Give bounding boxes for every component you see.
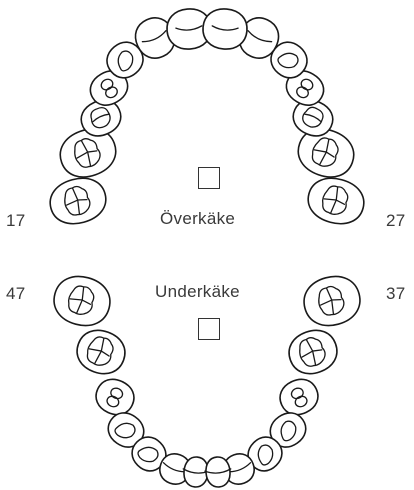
- tooth-36[interactable]: [283, 324, 342, 380]
- upper-jaw-label[interactable]: Överkäke: [160, 209, 236, 228]
- tooth-12[interactable]: [129, 12, 180, 64]
- tooth-27[interactable]: [303, 173, 368, 230]
- tooth-number-17: 17: [6, 211, 26, 230]
- tooth-34[interactable]: [264, 407, 312, 454]
- tooth-22[interactable]: [233, 12, 284, 64]
- tooth-number-37: 37: [386, 284, 406, 303]
- tooth-23[interactable]: [264, 35, 313, 84]
- tooth-21[interactable]: [201, 7, 248, 51]
- tooth-number-27: 27: [386, 211, 406, 230]
- tooth-47[interactable]: [49, 271, 116, 332]
- upper-jaw-checkbox[interactable]: [198, 167, 220, 189]
- lower-jaw-checkbox[interactable]: [198, 318, 220, 340]
- tooth-number-47: 47: [6, 284, 26, 303]
- tooth-31[interactable]: [204, 456, 233, 488]
- tooth-17[interactable]: [45, 173, 110, 230]
- tooth-13[interactable]: [100, 35, 149, 84]
- lower-jaw-label[interactable]: Underkäke: [155, 282, 240, 301]
- tooth-46[interactable]: [71, 324, 130, 380]
- tooth-24[interactable]: [281, 65, 330, 112]
- tooth-35[interactable]: [275, 374, 324, 421]
- upper-arch: [45, 7, 368, 230]
- lower-arch: [49, 271, 366, 488]
- tooth-45[interactable]: [91, 374, 140, 421]
- tooth-37[interactable]: [299, 271, 366, 332]
- tooth-44[interactable]: [102, 407, 150, 454]
- tooth-11[interactable]: [165, 7, 212, 51]
